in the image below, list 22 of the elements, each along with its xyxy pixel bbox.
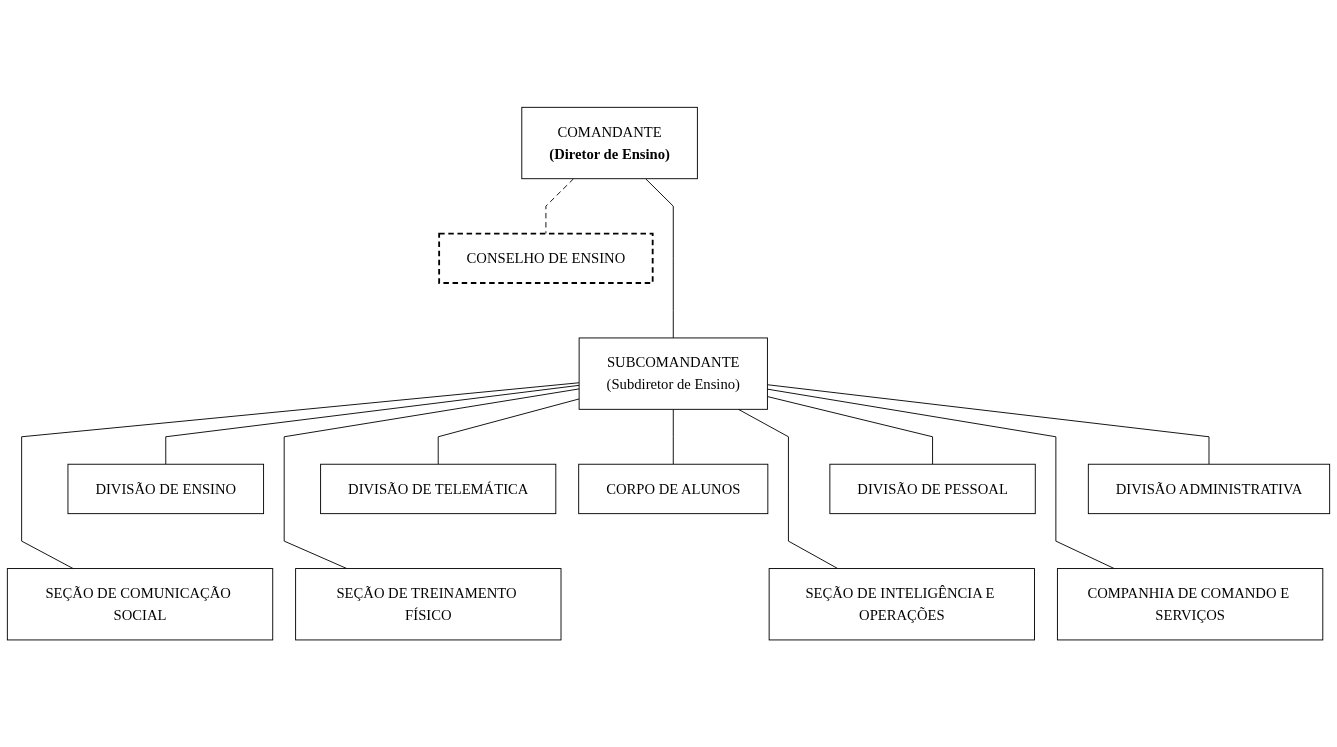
connector bbox=[645, 178, 674, 339]
connector bbox=[283, 388, 580, 569]
connector bbox=[766, 384, 1210, 465]
connector bbox=[165, 384, 580, 465]
connector bbox=[437, 398, 580, 465]
connector bbox=[672, 408, 674, 465]
node-box: COMPANHIA DE COMANDO E SERVIÇOS bbox=[1056, 567, 1324, 641]
connector bbox=[21, 382, 580, 569]
node-box: SUBCOMANDANTE (Subdiretor de Ensino) bbox=[578, 337, 768, 410]
node-box: CORPO DE ALUNOS bbox=[578, 463, 769, 514]
node-box: SEÇÃO DE COMUNICAÇÃO SOCIAL bbox=[6, 567, 274, 641]
connector bbox=[545, 178, 575, 234]
node-box: SEÇÃO DE INTELIGÊNCIA E OPERAÇÕES bbox=[768, 567, 1035, 641]
node-box: DIVISÃO DE TELEMÁTICA bbox=[320, 463, 557, 514]
node-box: DIVISÃO ADMINISTRATIVA bbox=[1087, 463, 1331, 514]
node-box: SEÇÃO DE TREINAMENTO FÍSICO bbox=[295, 567, 562, 641]
node-box: DIVISÃO DE ENSINO bbox=[67, 463, 265, 514]
connector bbox=[766, 388, 1115, 569]
connector bbox=[766, 395, 934, 465]
node-box: COMANDANTE (Diretor de Ensino) bbox=[521, 106, 698, 179]
node-box: DIVISÃO DE PESSOAL bbox=[829, 463, 1036, 514]
node-box: CONSELHO DE ENSINO bbox=[438, 232, 654, 284]
